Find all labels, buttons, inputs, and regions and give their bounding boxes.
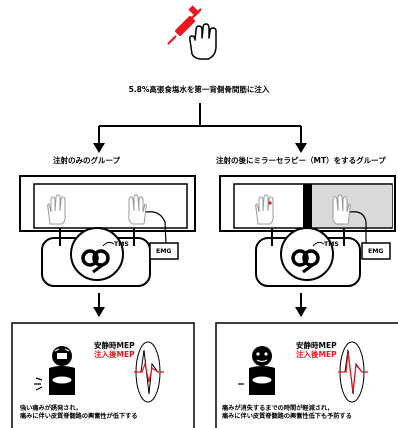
arrow-icon — [295, 143, 307, 153]
left-desc-line1: 強い痛みが誘発され， — [20, 405, 82, 412]
waveform-icon — [134, 341, 164, 403]
right-result-box — [215, 322, 398, 428]
left-group-title: 注射のみのグループ — [53, 156, 121, 165]
left-desc-line2: 痛みに伴い皮質脊髄路の興奮性が低下する — [20, 412, 138, 420]
right-emg-label: EMG — [368, 248, 384, 255]
right-tms-label: TMS — [324, 241, 339, 248]
arrow-icon — [93, 143, 105, 153]
arrow-icon — [93, 307, 105, 317]
face-icon — [238, 346, 275, 395]
branch-arrows — [98, 103, 302, 144]
left-tms-label: TMS — [114, 241, 129, 248]
face-icon — [34, 346, 75, 395]
experiment-title: 5.8%高張食塩水を第一背側骨間筋に注入 — [128, 85, 270, 94]
right-setup — [219, 175, 396, 287]
waveform-icon — [338, 341, 368, 403]
right-group-title: 注射の後にミラーセラピー（MT）をするグループ — [216, 156, 386, 165]
left-setup — [19, 175, 196, 287]
right-rest-mep-label: 安静時MEP — [296, 341, 337, 350]
right-desc-line2: 痛みに伴い皮質脊髄路の興奮性低下も予防する — [222, 412, 352, 420]
right-desc-line1: 痛みが消失するまでの時間が軽減され， — [222, 405, 334, 412]
arrow-icon — [295, 307, 307, 317]
right-post-mep-label: 注入後MEP — [296, 349, 337, 359]
left-result-box — [11, 322, 195, 428]
syringe-icon — [167, 5, 202, 45]
left-emg-label: EMG — [156, 248, 172, 255]
left-post-mep-label: 注入後MEP — [94, 349, 135, 359]
left-rest-mep-label: 安静時MEP — [94, 341, 135, 350]
hand-icon — [189, 23, 217, 60]
